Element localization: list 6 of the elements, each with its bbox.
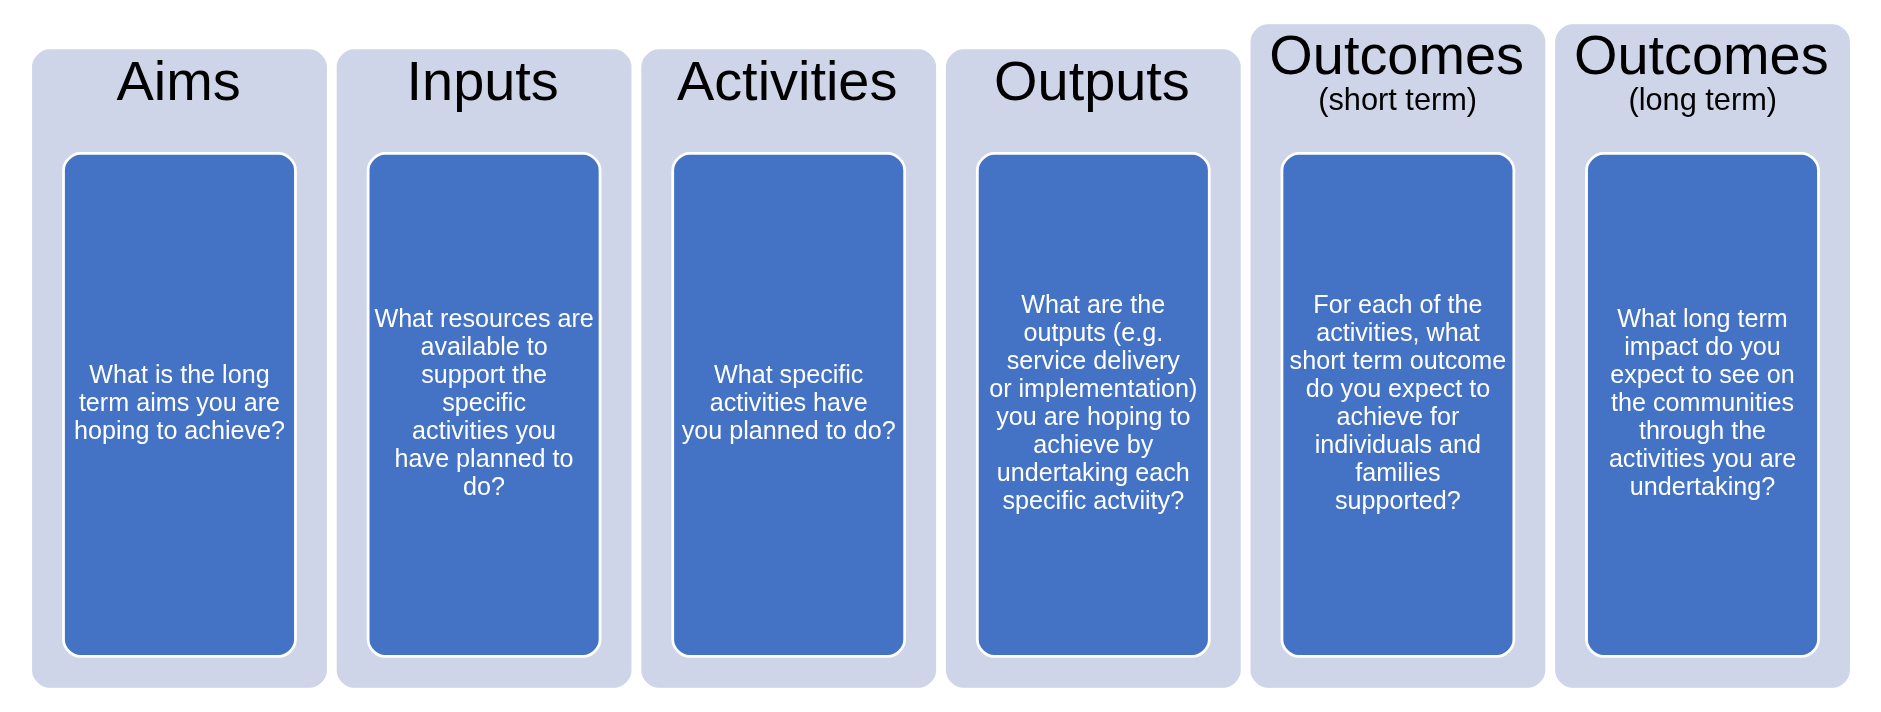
node-box: What is the long term aims you are hoping to achieve? — [61, 152, 297, 658]
node-box: For each of the activities, what short term outcome do you expect to achieve for individuals and families supported? — [1280, 152, 1515, 658]
node-box: What are the outputs (e.g. service delivery or implementation) you are hoping to achieve by undertaking each specific actviity? — [975, 152, 1211, 658]
node-box: What specific activities have you planned to do? — [670, 152, 906, 658]
node-box: What long term impact do you expect to see on the communities through the activities you are undertaking? — [1584, 152, 1820, 658]
node-box: What resources are available to support the specific activities you have planned to do? — [366, 152, 601, 658]
